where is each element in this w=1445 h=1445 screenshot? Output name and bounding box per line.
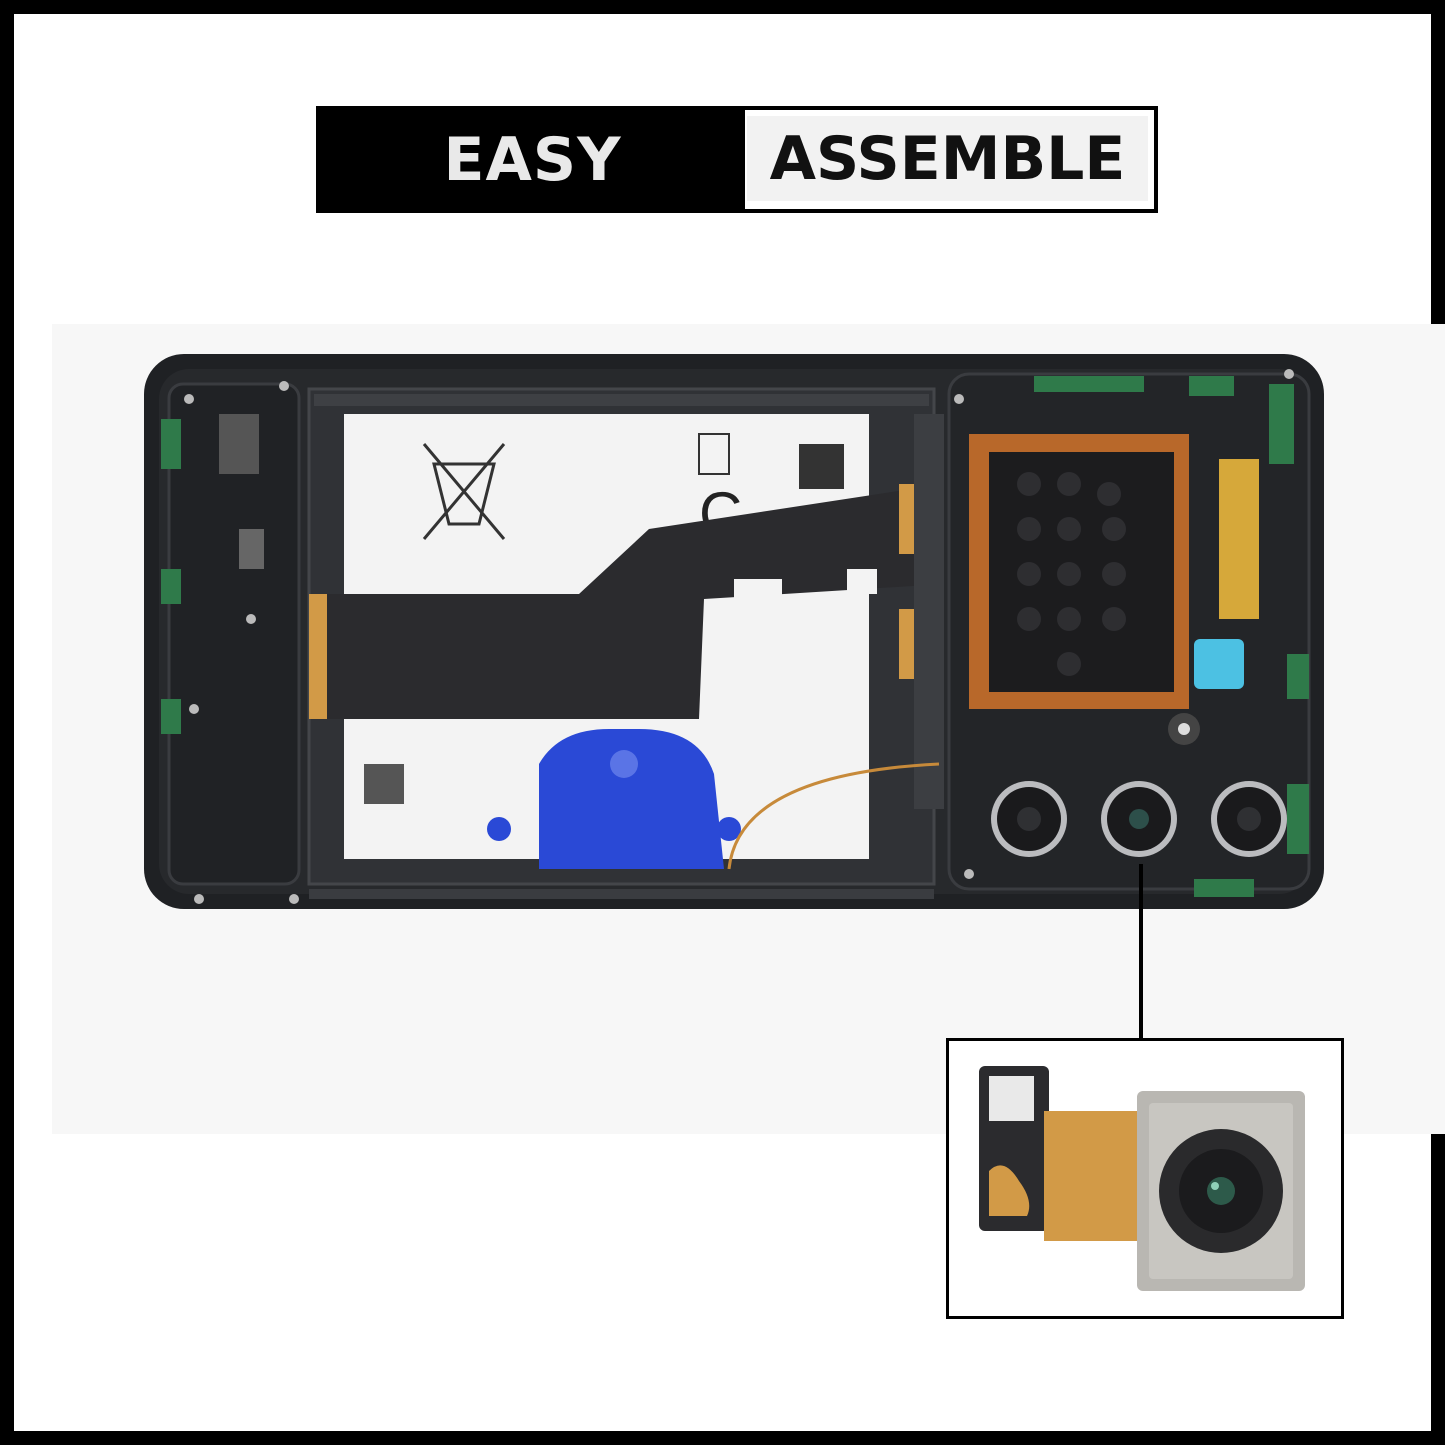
module-flex [1044, 1111, 1144, 1241]
recycling-icon [422, 443, 506, 540]
screw-icon [194, 894, 204, 904]
qr-code-icon [1194, 639, 1244, 689]
title-banner: EASY ASSEMBLE [316, 106, 1158, 213]
screw-icon [964, 869, 974, 879]
screw-icon [189, 704, 199, 714]
battery-pull-tab [539, 729, 724, 869]
screw-icon [1284, 369, 1294, 379]
camera-module-inset [946, 1038, 1344, 1319]
qr-code-icon [239, 529, 264, 569]
camera-lens-icon [1211, 781, 1287, 857]
speaker-module [167, 382, 301, 886]
banner-assemble-text: ASSEMBLE [747, 116, 1148, 201]
banner-easy-text: EASY [320, 110, 745, 209]
screw-icon [246, 614, 256, 624]
phone-interior-photo: C [144, 354, 1324, 909]
qr-code-icon [734, 579, 782, 637]
callout-connector-line [1139, 864, 1143, 1039]
screw-icon [279, 381, 289, 391]
qr-code-icon [989, 1076, 1034, 1121]
screw-icon [289, 894, 299, 904]
camera-lens-icon [1101, 781, 1177, 857]
qr-code-icon [799, 444, 844, 489]
screw-icon [954, 394, 964, 404]
qr-code-icon [364, 764, 404, 804]
camera-lens-icon [991, 781, 1067, 857]
main-flex-cable [309, 484, 944, 719]
screw-icon [184, 394, 194, 404]
antenna-flex [1219, 459, 1259, 619]
